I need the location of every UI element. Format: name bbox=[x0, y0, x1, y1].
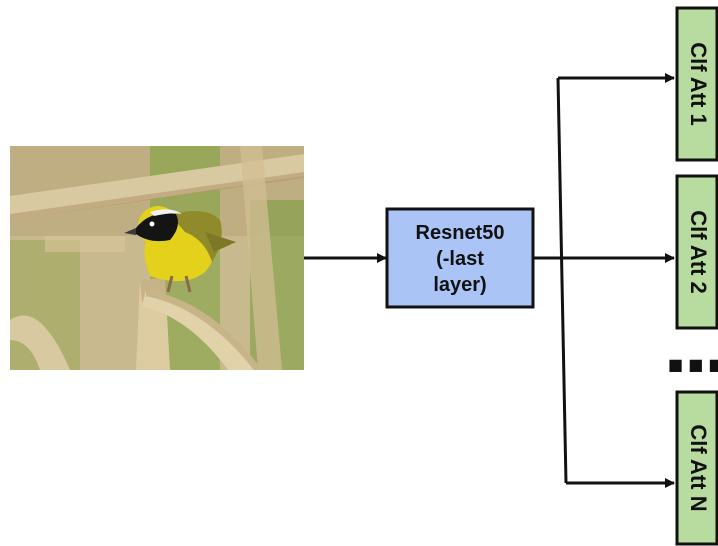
ellipsis-dots: ■ ■ ■ bbox=[668, 355, 718, 374]
classifier-label-2: Clf Att 2 bbox=[686, 210, 711, 294]
classifier-label-1: Clf Att 1 bbox=[686, 42, 711, 126]
connector-trunk-upper bbox=[556, 77, 568, 484]
input-bird-photo bbox=[10, 146, 304, 370]
backbone-label-line-1: Resnet50 bbox=[416, 222, 505, 244]
backbone-label-line-3: layer) bbox=[433, 274, 486, 296]
backbone-box: Resnet50 (-last layer) bbox=[385, 207, 535, 309]
classifier-label-n: Clf Att N bbox=[686, 424, 711, 511]
classifier-box-2: Clf Att 2 bbox=[675, 174, 718, 330]
classifier-box-1: Clf Att 1 bbox=[675, 6, 718, 162]
classifier-box-n: Clf Att N bbox=[675, 390, 718, 546]
backbone-label-line-2: (-last bbox=[436, 248, 484, 270]
